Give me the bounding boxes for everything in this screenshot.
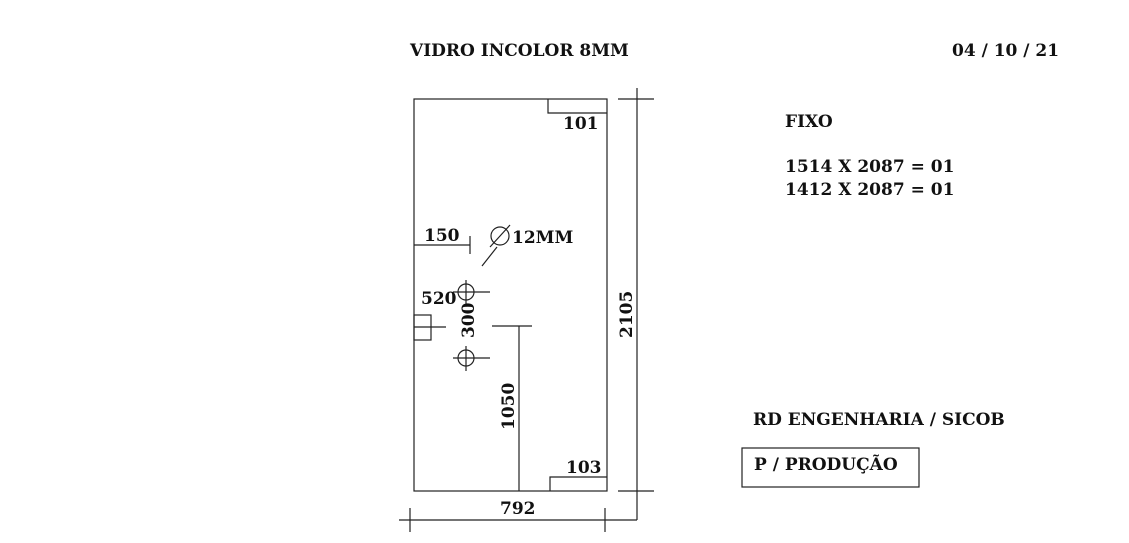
corner-bottom-label: 103 (566, 458, 602, 478)
glass-panel-outline (413, 98, 608, 492)
dim-1050-label: 1050 (499, 383, 519, 430)
corner-notch-bottom (549, 476, 607, 491)
dim-520-label: 520 (421, 289, 457, 309)
hole-leader-line (481, 246, 498, 267)
dim-150-label: 150 (424, 226, 460, 246)
note-line-1: 1514 X 2087 = 01 (785, 157, 954, 177)
note-type: FIXO (785, 112, 833, 132)
diameter-icon (490, 226, 510, 246)
hole-spec-label: 12MM (512, 228, 573, 248)
drawing-title: VIDRO INCOLOR 8MM (409, 41, 629, 61)
dim-300-label: 300 (459, 302, 479, 338)
dim-width-label: 792 (500, 499, 536, 519)
note-line-2: 1412 X 2087 = 01 (785, 180, 954, 200)
production-stamp-box (741, 447, 920, 488)
company-label: RD ENGENHARIA / SICOB (753, 410, 1005, 430)
diameter-icon-slash (489, 224, 511, 248)
production-stamp-label: P / PRODUÇÃO (754, 453, 898, 475)
corner-notch-top (547, 99, 607, 114)
corner-top-label: 101 (563, 114, 599, 134)
drawing-date: 04 / 10 / 21 (952, 41, 1059, 61)
dim-height-label: 2105 (617, 291, 637, 338)
